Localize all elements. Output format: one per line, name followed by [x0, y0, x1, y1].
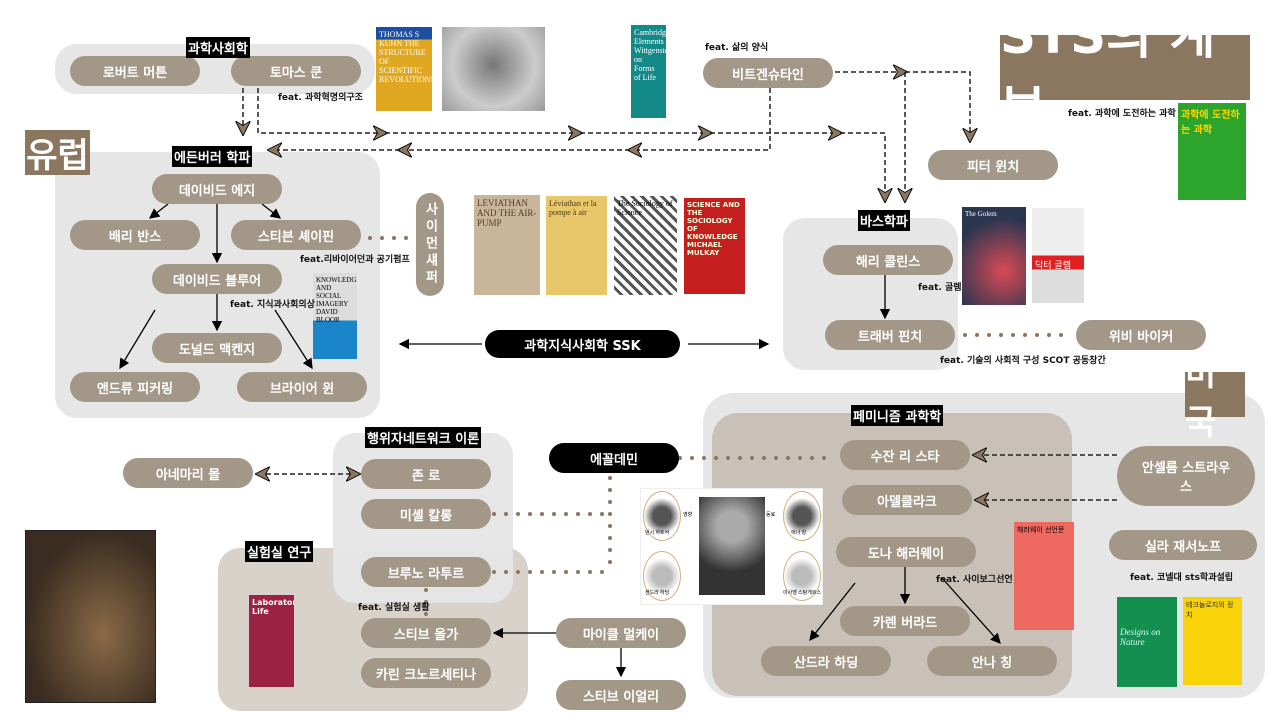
node-merton[interactable]: 로버트 머튼: [70, 56, 200, 86]
photo-haraway-network: 낸시 하트삭 샌드라 하딩 애너 칭 이사벨 스탕게르스 영향 동료: [640, 488, 823, 605]
book-cover-lab-life: Laboratory Life: [249, 595, 294, 687]
node-mackenzie[interactable]: 도널드 맥켄지: [152, 333, 282, 363]
node-haraway[interactable]: 도나 해러웨이: [836, 537, 976, 567]
group-label: 실험실 연구: [245, 541, 314, 562]
node-edge[interactable]: 데이비드 에지: [152, 174, 282, 204]
node-pinch[interactable]: 트래버 핀치: [825, 320, 955, 350]
book-cover-cyborg: 해러웨이 선언문: [1014, 522, 1074, 630]
node-bloor[interactable]: 데이비드 블루어: [152, 264, 282, 294]
node-kuhn[interactable]: 토마스 쿤: [231, 56, 361, 86]
feat-collins: feat. 골렘: [918, 283, 962, 293]
book-cover-ethics: 테크놀로지의 정치: [1183, 597, 1242, 685]
book-cover-mulkay: SCIENCE AND THE SOCIOLOGY OF KNOWLEDGE M…: [684, 198, 745, 294]
node-tsing[interactable]: 안나 칭: [927, 646, 1057, 676]
node-clarke[interactable]: 아델클라크: [842, 485, 972, 515]
node-schaffer[interactable]: 사이먼섀퍼: [416, 193, 444, 296]
book-cover-bloor: KNOWLEDGE AND SOCIAL IMAGERY DAVID BLOOR: [313, 273, 357, 359]
node-strauss[interactable]: 안셀름 스트라우스: [1117, 446, 1255, 506]
node-pickering[interactable]: 앤드류 피커링: [70, 372, 200, 402]
book-cover-designs: Designs on Nature: [1117, 597, 1177, 687]
feat-kuhn: feat. 과학혁명의구조: [278, 93, 363, 103]
feat-jasanoff: feat. 코넬대 sts학과설립: [1130, 573, 1234, 583]
node-barnes[interactable]: 배리 반스: [70, 220, 200, 250]
photo-label: 애너 칭: [791, 531, 807, 536]
node-ssk[interactable]: 과학지식사회학 SSK: [485, 330, 680, 358]
book-cover-sociology: The Sociology of Science: [614, 196, 677, 295]
book-cover-wittgenstein: Cambridge Elements Wittgenstein on Forms…: [631, 25, 666, 118]
photo-label: 이사벨 스탕게르스: [783, 591, 822, 596]
group-label: 행위자네트워크 이론: [365, 427, 482, 448]
node-barad[interactable]: 카렌 버라드: [840, 606, 970, 636]
influence-label: 영향: [683, 513, 693, 518]
feat-pinch: feat. 기술의 사회적 구성 SCOT 공동창간: [940, 356, 1106, 366]
node-callon[interactable]: 미셸 칼롱: [361, 499, 491, 529]
book-cover-leviathan-fr: Léviathan et la pompe à air: [546, 196, 607, 295]
node-yearley[interactable]: 스티브 이얼리: [556, 680, 686, 710]
feat-wittgenstein: feat. 삶의 양식: [705, 43, 769, 53]
node-woolgar[interactable]: 스티브 올가: [361, 618, 491, 648]
feat-haraway: feat. 사이보그선언: [936, 575, 1013, 585]
feat-shapin: feat.리바이어던과 공기펌프: [300, 255, 410, 265]
book-cover-kuhn: THOMAS S KUHN THE STRUCTURE OF SCIENTIFI…: [376, 27, 432, 111]
photo-label: 낸시 하트삭: [645, 531, 670, 536]
group-label: 에든버러 학파: [172, 146, 253, 167]
lab-illustration: [25, 530, 156, 703]
node-jasanoff[interactable]: 실라 재서노프: [1109, 530, 1257, 560]
node-mines[interactable]: 에꼴데민: [549, 443, 679, 473]
photo-kuhn: [442, 27, 545, 111]
node-collins[interactable]: 해리 콜린스: [823, 245, 953, 275]
node-harding[interactable]: 산드라 하딩: [761, 646, 891, 676]
group-label: 페미니즘 과학학: [851, 405, 944, 426]
feat-latour: feat. 실험실 생활: [358, 603, 430, 613]
node-wynne[interactable]: 브라이어 윈: [237, 372, 367, 402]
feat-bloor: feat. 지식과사회의상: [230, 300, 315, 310]
group-label: 과학사회학: [186, 37, 250, 58]
node-law[interactable]: 존 로: [361, 459, 491, 489]
book-cover-challenge: 과학에 도전하는 과학: [1178, 103, 1246, 200]
node-knorr[interactable]: 카린 크노르세티나: [361, 658, 491, 688]
book-cover-dr-golem: 닥터 골렘: [1032, 208, 1084, 303]
feat-sts: feat. 과학에 도전하는 과학: [1068, 109, 1176, 119]
region-tag-europe: 유럽: [25, 130, 90, 176]
node-latour[interactable]: 브루노 라투르: [361, 557, 491, 587]
colleague-label: 동료: [766, 513, 776, 518]
node-bijker[interactable]: 위비 바이커: [1076, 320, 1206, 350]
photo-label: 샌드라 하딩: [645, 591, 670, 596]
book-cover-golem: The Golem: [962, 207, 1026, 305]
region-tag-usa: 미국: [1185, 354, 1245, 443]
node-winch[interactable]: 피터 윈치: [928, 150, 1058, 180]
node-star[interactable]: 수잔 리 스타: [840, 440, 970, 470]
group-label: 바스학파: [858, 210, 910, 231]
node-mulkay[interactable]: 마이클 멀케이: [556, 618, 686, 648]
book-cover-leviathan: LEVIATHAN AND THE AIR-PUMP: [474, 195, 540, 295]
node-mol[interactable]: 아네마리 몰: [123, 458, 253, 488]
node-shapin[interactable]: 스티븐 셰이핀: [231, 220, 361, 250]
page-title: STS의 계보: [1000, 7, 1250, 137]
node-wittgenstein[interactable]: 비트겐슈타인: [703, 58, 833, 88]
